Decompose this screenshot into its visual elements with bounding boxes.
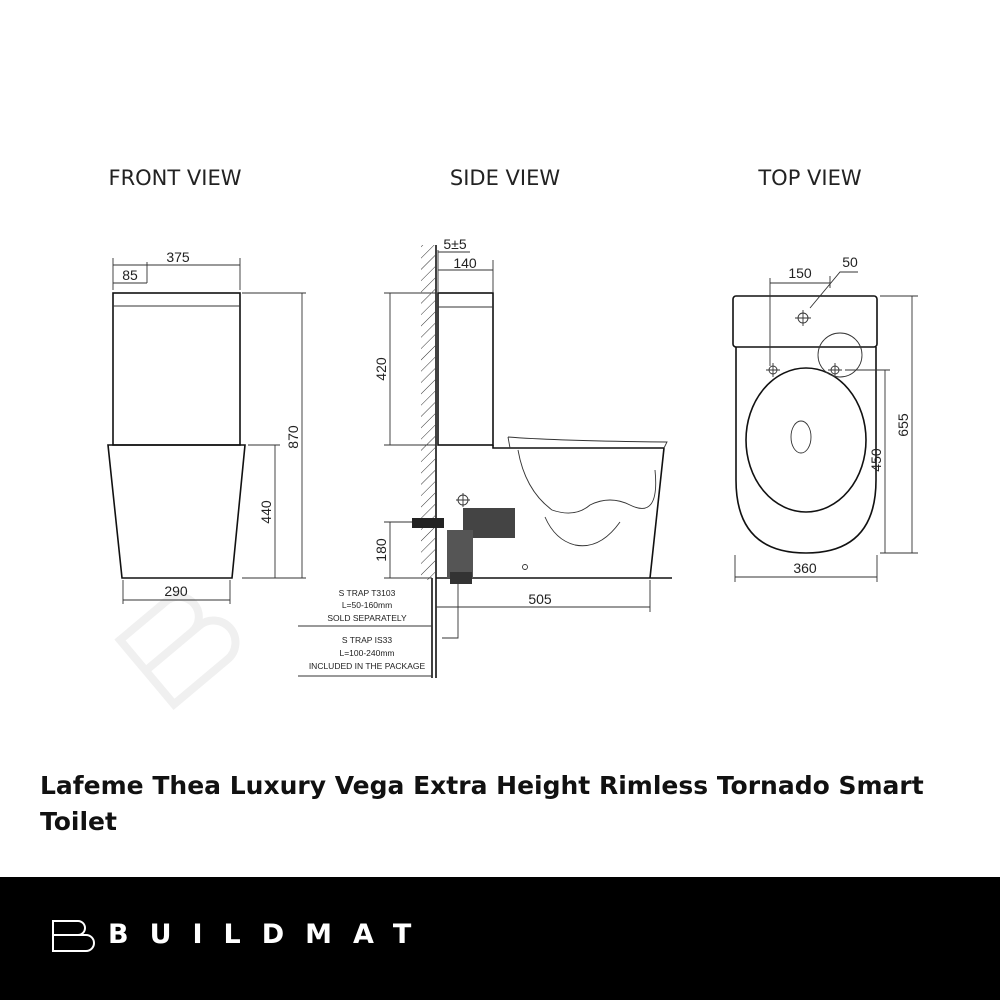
brand-footer [0, 877, 1000, 1000]
top-length-total-label: 655 [895, 413, 911, 437]
front-height-total-label: 870 [285, 425, 301, 449]
side-tank-height-label: 420 [373, 357, 389, 381]
side-tank-depth-label: 140 [453, 255, 477, 271]
watermark-logo-icon [114, 592, 240, 710]
front-view-title: FRONT VIEW [108, 166, 241, 190]
trap2-note: INCLUDED IN THE PACKAGE [309, 661, 426, 671]
trap1-note: SOLD SEPARATELY [327, 613, 407, 623]
front-width-base-label: 290 [164, 583, 188, 599]
front-width-top-label: 375 [166, 249, 190, 265]
side-outlet-height-label: 180 [373, 538, 389, 562]
side-view: 420 180 5±5 140 505 S TRAP T3103 L=50-16… [298, 236, 672, 678]
top-width-label: 360 [793, 560, 817, 576]
side-view-title: SIDE VIEW [450, 166, 560, 190]
brand-name: BUILDMAT [108, 919, 433, 950]
side-gap-label: 5±5 [443, 236, 466, 252]
top-length-bowl-label: 450 [868, 448, 884, 472]
top-view-title: TOP VIEW [757, 166, 862, 190]
trap1-note: L=50-160mm [342, 600, 392, 610]
top-hole-dia-label: 50 [842, 254, 858, 270]
trap2-note: S TRAP IS33 [342, 635, 393, 645]
product-title: Lafeme Thea Luxury Vega Extra Height Rim… [40, 771, 924, 836]
trap1-note: S TRAP T3103 [339, 588, 396, 598]
front-offset-label: 85 [122, 267, 138, 283]
buildmat-logo-icon [52, 920, 95, 952]
front-height-bowl-label: 440 [258, 500, 274, 524]
trap2-note: L=100-240mm [339, 648, 394, 658]
top-hole-offset-label: 150 [788, 265, 812, 281]
front-view: 375 85 870 440 290 [107, 249, 306, 604]
side-depth-label: 505 [528, 591, 552, 607]
technical-drawing: FRONT VIEW SIDE VIEW TOP VIEW 375 85 870… [107, 166, 918, 710]
top-view: 150 50 655 450 360 [732, 254, 918, 582]
